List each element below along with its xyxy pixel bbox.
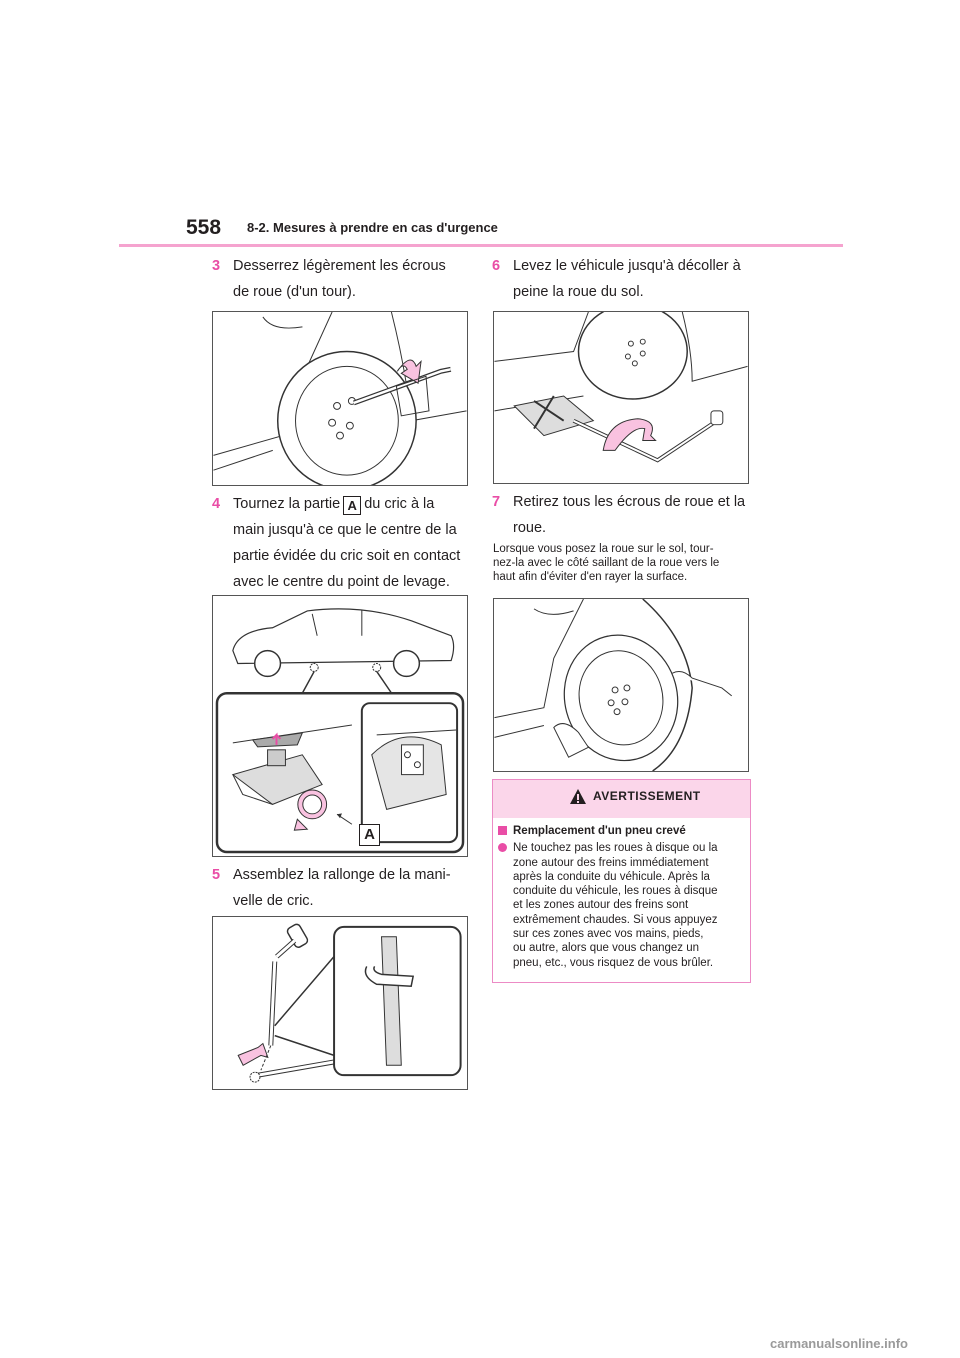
step-3: 3 Desserrez légèrement les écrous de rou… <box>212 253 472 305</box>
note-text: Lorsque vous posez la roue sur le sol, t… <box>493 542 753 584</box>
figure-jack-position: A <box>212 595 468 857</box>
step-7: 7 Retirez tous les écrous de roue et la … <box>492 489 762 541</box>
step-text-line: velle de cric. <box>233 893 314 909</box>
figure-assemble-handle <box>212 916 468 1090</box>
warning-line: zone autour des freins immédiatement <box>513 856 709 869</box>
figure-loosen-nuts <box>212 311 468 486</box>
step-text-line: roue. <box>513 520 547 536</box>
step-text-line: Desserrez légèrement les écrous <box>233 258 446 274</box>
warning-line: pneu, etc., vous risquez de vous brûler. <box>513 956 714 969</box>
note-line: Lorsque vous posez la roue sur le sol, t… <box>493 543 714 555</box>
warning-title: AVERTISSEMENT <box>593 789 701 803</box>
step-number: 7 <box>492 494 501 510</box>
warning-box: AVERTISSEMENT Remplacement d'un pneu cre… <box>492 779 751 983</box>
note-line: nez-la avec le côté saillant de la roue … <box>493 557 720 569</box>
warning-heading: Remplacement d'un pneu crevé <box>498 824 744 838</box>
note-line: haut afin d'éviter d'en rayer la surface… <box>493 571 688 583</box>
header-rule <box>119 244 843 247</box>
figure-remove-wheel <box>493 598 749 772</box>
illustration-wheel-removal <box>494 599 733 771</box>
figure-label-a: A <box>359 824 380 846</box>
part-a-badge: A <box>343 496 362 515</box>
warning-line: après la conduite du véhicule. Après la <box>513 870 710 883</box>
warning-line: sur ces zones avec vos mains, pieds, <box>513 928 704 941</box>
step-text-line: partie évidée du cric soit en contact <box>233 548 461 564</box>
step-number: 6 <box>492 258 501 274</box>
figure-raise-vehicle <box>493 311 749 484</box>
step-text-line: de roue (d'un tour). <box>233 284 356 300</box>
step-text-line: Levez le véhicule jusqu'à décoller à <box>513 258 741 274</box>
step-6: 6 Levez le véhicule jusqu'à décoller à p… <box>492 253 762 305</box>
warning-header: AVERTISSEMENT <box>493 780 750 818</box>
step-text-line: peine la roue du sol. <box>513 284 644 300</box>
step-number: 3 <box>212 258 221 274</box>
illustration-car-jack <box>215 608 465 854</box>
section-title: 8-2. Mesures à prendre en cas d'urgence <box>247 220 498 235</box>
watermark: carmanualsonline.info <box>770 1336 908 1351</box>
step-number: 5 <box>212 867 221 883</box>
page-number: 558 <box>186 216 222 239</box>
step-text-line: avec le centre du point de levage. <box>233 574 450 590</box>
step-text-line: main jusqu'à ce que le centre de la <box>233 522 457 538</box>
illustration-jack-raise <box>494 312 748 463</box>
step-text-line: Retirez tous les écrous de roue et la <box>513 494 746 510</box>
step-5: 5 Assemblez la rallonge de la mani- vell… <box>212 862 482 914</box>
warning-line: extrêmement chaudes. Si vous appuyez <box>513 913 718 926</box>
step-text-part: du cric à la <box>364 496 435 512</box>
warning-line: et les zones autour des freins sont <box>513 899 689 912</box>
illustration-jack-handle <box>237 923 462 1083</box>
illustration-wheel-wrench <box>213 312 467 485</box>
warning-item: Ne touchez pas les roues à disque ou la … <box>498 841 744 970</box>
warning-line: ou autre, alors que vous changez un <box>513 942 700 955</box>
warning-line: Ne touchez pas les roues à disque ou la <box>513 842 718 855</box>
step-text-line: Assemblez la rallonge de la mani- <box>233 867 451 883</box>
warning-body: Remplacement d'un pneu crevé Ne touchez … <box>493 818 750 970</box>
warning-line: conduite du véhicule, les roues à disque <box>513 885 718 898</box>
warning-triangle-icon <box>570 789 586 804</box>
step-number: 4 <box>212 496 221 512</box>
step-text-part: Tournez la partie <box>233 496 341 512</box>
